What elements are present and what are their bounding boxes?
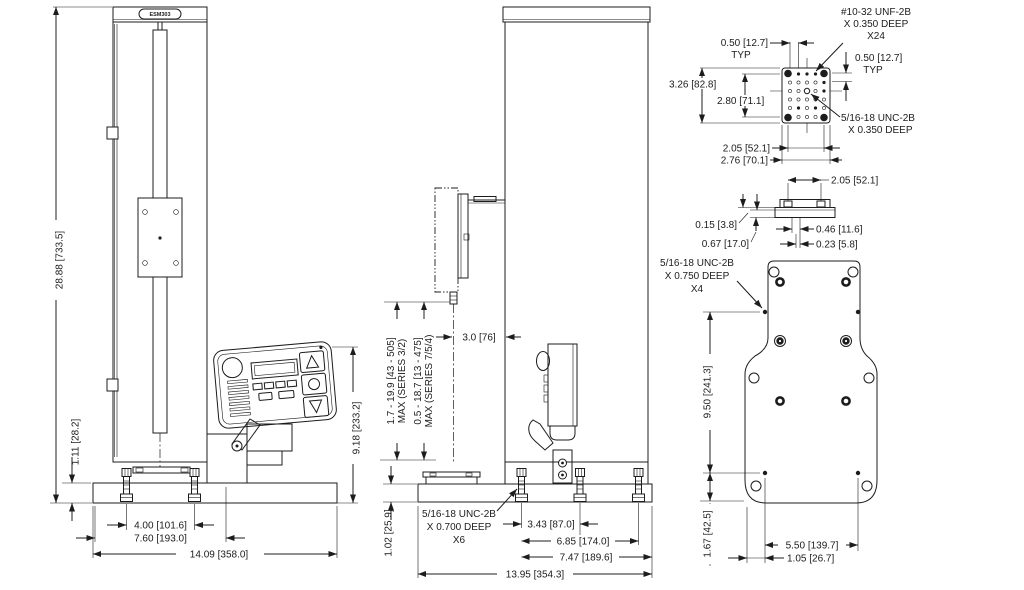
- upper-limit-switch: [106, 126, 119, 140]
- dim-profile-lip: 0.15 [3.8]: [695, 220, 737, 231]
- dim-plate-width: 2.76 [70.1]: [721, 156, 768, 167]
- dim-base-height: 1.11 [28.2]: [71, 419, 82, 466]
- dim-profile-offset-b: 0.23 [5.8]: [816, 240, 858, 251]
- gauge-bracket: [457, 193, 469, 279]
- control-panel-side: [528, 343, 578, 484]
- dim-travel-a-note: MAX (SERIES 3/2): [397, 339, 408, 423]
- baseplate-holes: [748, 266, 875, 492]
- plate-center-thread-note: 5/16-18 UNC-2B X 0.350 DEEP: [810, 93, 915, 136]
- panel-vents: [227, 379, 251, 417]
- note24-line2: X 0.350 DEEP: [844, 19, 909, 30]
- side-foot-screws: [515, 468, 645, 502]
- note4-line3: X4: [691, 284, 704, 295]
- dim-baseplate-hole-span-v: 9.50 [241.3]: [703, 365, 714, 418]
- dim-typ-right-note: TYP: [863, 65, 883, 76]
- model-badge: [138, 8, 182, 20]
- dim-baseplate-hole-span-h: 5.50 [139.7]: [786, 541, 839, 552]
- thread-note-line2: X 0.700 DEEP: [427, 522, 492, 533]
- dim-throat: 3.0 [76]: [462, 333, 496, 344]
- control-panel-front: [213, 341, 337, 429]
- panel-led: [319, 345, 323, 349]
- bracket-clamp-handle: [473, 196, 497, 202]
- thread-note-line1: 5/16-18 UNC-2B: [422, 509, 496, 520]
- dim-plate-hole-cols: 2.05 [52.1]: [723, 144, 770, 155]
- dim-overall-height: 28.88 [733.5]: [55, 231, 66, 290]
- gauge-shaft: [449, 291, 458, 305]
- baseplate-detail: 5/16-18 UNC-2B X 0.750 DEEP X4 9.50 [241…: [660, 258, 878, 566]
- crosshead-plate-top: [781, 67, 831, 124]
- panel-buttons: [252, 379, 298, 401]
- panel-display: [250, 358, 299, 380]
- front-foot-screw-right: [188, 468, 201, 502]
- dim-foot-span: 4.00 [101.6]: [134, 521, 187, 532]
- front-view: 28.88 [733.5] 1.11 [28.2] ESM303: [50, 6, 363, 561]
- gauge-phantom: [434, 187, 459, 293]
- dim-foot-c: 7.47 [189.6]: [560, 553, 613, 564]
- plate-center-hole: [803, 87, 811, 95]
- thread-note-line3: X6: [453, 535, 466, 546]
- note24-line1: #10-32 UNF-2B: [841, 7, 911, 18]
- panel-bracket-front: [206, 418, 293, 484]
- model-label: ESM303: [149, 12, 170, 18]
- front-foot-screw-left: [120, 468, 133, 502]
- panel-enter-button: [300, 372, 328, 396]
- center-note-line1: 5/16-18 UNC-2B: [841, 113, 915, 124]
- dim-foot-b: 6.85 [174.0]: [557, 537, 610, 548]
- dim-profile-thickness: 0.67 [17.0]: [702, 239, 749, 250]
- dim-travel-a-range: 1.7 - 19.9 [43 - 505]: [386, 337, 397, 425]
- plate-detail: 0.50 [12.7] TYP #10-32 UNF-2B X 0.350 DE…: [667, 7, 915, 167]
- dim-foot-a: 3.43 [87.0]: [527, 520, 574, 531]
- profile-base: [774, 207, 836, 218]
- note4-line1: 5/16-18 UNC-2B: [660, 258, 734, 269]
- dim-typ-right: 0.50 [12.7]: [855, 53, 902, 64]
- note4-line2: X 0.750 DEEP: [665, 271, 730, 282]
- dim-baseplate-edge-v: 1.67 [42.5]: [703, 510, 714, 557]
- panel-knob: [221, 357, 243, 379]
- dim-base-thickness: 1.02 [25.9]: [384, 509, 395, 556]
- dim-profile-stud-span: 2.05 [52.1]: [831, 176, 878, 187]
- panel-knob-side: [536, 351, 550, 371]
- plate-hole-grid: [788, 72, 826, 119]
- side-base: [417, 483, 653, 503]
- dim-travel-b-range: 0.5 - 18.7 [13 - 475]: [413, 337, 424, 425]
- panel-arm-side: [528, 419, 554, 451]
- dim-column-width: 7.60 [193.0]: [134, 534, 187, 545]
- dim-typ-left-note: TYP: [731, 50, 751, 61]
- dim-plate-height: 3.26 [82.8]: [669, 80, 716, 91]
- panel-mount-side: [552, 449, 573, 484]
- plate-thread-note-24: #10-32 UNF-2B X 0.350 DEEP X24: [815, 7, 911, 72]
- dim-profile-offset-a: 0.46 [11.6]: [816, 225, 863, 236]
- dim-baseplate-edge-h: 1.05 [26.7]: [787, 554, 834, 565]
- side-view: 3.0 [76] 1.7 - 19.9 [43 - 505] MAX (SERI…: [380, 6, 653, 581]
- dim-plate-hole-rows: 2.80 [71.1]: [717, 96, 764, 107]
- dim-travel-b-note: MAX (SERIES 7/5/4): [424, 335, 435, 428]
- dim-typ-left: 0.50 [12.7]: [721, 38, 768, 49]
- dim-base-width-side: 13.95 [354.3]: [506, 570, 565, 581]
- baseplate-outline: [744, 260, 878, 504]
- profile-boss: [779, 199, 831, 208]
- base-thread-note: 5/16-18 UNC-2B X 0.700 DEEP X6: [422, 488, 518, 546]
- dim-panel-height: 9.18 [233.2]: [352, 401, 363, 454]
- dim-base-width-front: 14.09 [358.0]: [190, 550, 249, 561]
- center-note-line2: X 0.350 DEEP: [848, 125, 913, 136]
- baseplate-thread-note: 5/16-18 UNC-2B X 0.750 DEEP X4: [660, 258, 763, 309]
- lower-limit-switch: [106, 378, 119, 392]
- panel-down-button: [302, 395, 330, 418]
- note24-line3: X24: [867, 31, 885, 42]
- panel-up-button: [298, 350, 326, 374]
- plate-profile-detail: 2.05 [52.1] 0.15 [3.8] 0.67 [17.0] 0.46 …: [695, 176, 878, 251]
